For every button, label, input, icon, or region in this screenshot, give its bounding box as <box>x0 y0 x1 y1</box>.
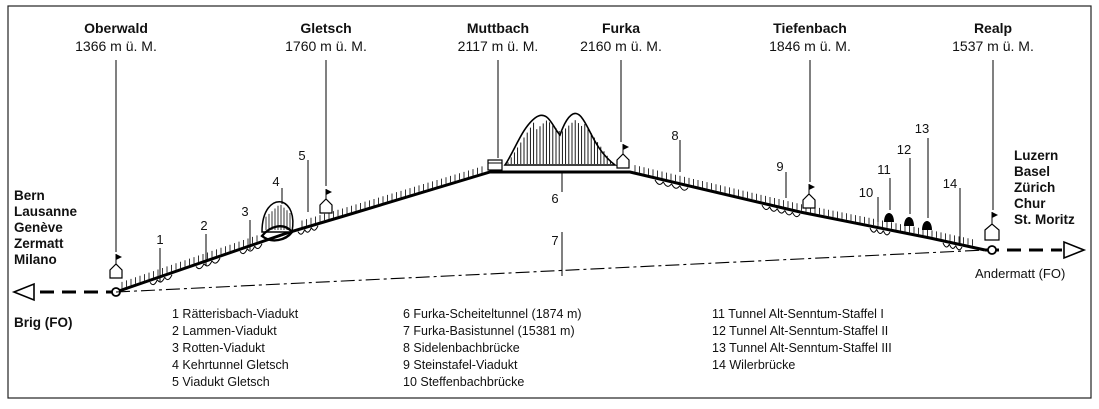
station-name-gletsch: Gletsch <box>300 20 351 36</box>
station-altitude-oberwald: 1366 m ü. M. <box>75 38 157 54</box>
legend-item: 14 Wilerbrücke <box>712 358 795 372</box>
legend-item: 12 Tunnel Alt-Senntum-Staffel II <box>712 324 888 338</box>
station-name-tiefenbach: Tiefenbach <box>773 20 847 36</box>
marker-4: 4 <box>272 174 279 189</box>
legend-item: 11 Tunnel Alt-Senntum-Staffel I <box>712 307 884 321</box>
tunnel-12-icon <box>904 217 914 226</box>
station-name-realp: Realp <box>974 20 1012 36</box>
legend-item: 2 Lammen-Viadukt <box>172 324 277 338</box>
furka-mountain <box>503 112 618 166</box>
marker-7: 7 <box>551 233 558 248</box>
station-name-muttbach: Muttbach <box>467 20 529 36</box>
trackside-hatching <box>121 165 973 289</box>
legend-item: 6 Furka-Scheiteltunnel (1874 m) <box>403 307 582 321</box>
west-terminal-label: Brig (FO) <box>14 315 73 330</box>
mountain-hatching <box>507 120 611 164</box>
marker-8: 8 <box>671 128 678 143</box>
west-destination: Lausanne <box>14 204 78 219</box>
legend-item: 10 Steffenbachbrücke <box>403 375 524 389</box>
east-destination: St. Moritz <box>1014 212 1075 227</box>
marker-13: 13 <box>915 121 929 136</box>
marker-2: 2 <box>200 218 207 233</box>
station-building-oberwald <box>109 254 123 279</box>
east-destination: Luzern <box>1014 148 1058 163</box>
tunnel-13-icon <box>922 221 932 230</box>
andermatt-node <box>987 245 997 255</box>
legend-item: 7 Furka-Basistunnel (15381 m) <box>403 324 575 338</box>
station-altitude-muttbach: 2117 m ü. M. <box>458 38 539 54</box>
marker-10: 10 <box>859 185 873 200</box>
station-altitude-gletsch: 1760 m ü. M. <box>285 38 367 54</box>
station-building-realp <box>984 212 1000 241</box>
kehrtunnel-loop <box>260 225 294 242</box>
west-destination: Zermatt <box>14 236 64 251</box>
marker-1: 1 <box>156 232 163 247</box>
marker-6: 6 <box>551 191 558 206</box>
legend-item: 1 Rätterisbach-Viadukt <box>172 307 299 321</box>
station-building-tiefenbach <box>802 184 816 209</box>
station-altitude-furka: 2160 m ü. M. <box>580 38 662 54</box>
station-building-muttbach <box>487 159 503 171</box>
route-line <box>115 170 986 294</box>
west-destination: Milano <box>14 252 57 267</box>
east-arrow-icon <box>1063 240 1087 260</box>
west-arrow-icon <box>11 282 35 302</box>
station-building-furka <box>616 144 630 169</box>
station-altitude-tiefenbach: 1846 m ü. M. <box>769 38 851 54</box>
east-destination: Zürich <box>1014 180 1055 195</box>
marker-14: 14 <box>943 176 957 191</box>
legend-item: 4 Kehrtunnel Gletsch <box>172 358 289 372</box>
marker-12: 12 <box>897 142 911 157</box>
marker-11: 11 <box>877 162 891 177</box>
east-terminal-label: Andermatt (FO) <box>975 266 1065 281</box>
legend-item: 13 Tunnel Alt-Senntum-Staffel III <box>712 341 892 355</box>
marker-5: 5 <box>298 148 305 163</box>
station-name-oberwald: Oberwald <box>84 20 148 36</box>
marker-3: 3 <box>241 204 248 219</box>
base-tunnel-line <box>115 249 986 293</box>
station-building-gletsch <box>319 189 333 214</box>
station-altitude-realp: 1537 m ü. M. <box>952 38 1034 54</box>
marker-9: 9 <box>776 159 783 174</box>
legend-item: 8 Sidelenbachbrücke <box>403 341 520 355</box>
west-destination: Genève <box>14 220 63 235</box>
legend-item: 9 Steinstafel-Viadukt <box>403 358 518 372</box>
station-name-furka: Furka <box>602 20 640 36</box>
tunnel-11-icon <box>884 213 894 222</box>
legend-item: 3 Rotten-Viadukt <box>172 341 265 355</box>
diagram-border <box>7 5 1092 399</box>
viaduct-arches <box>149 179 963 286</box>
legend-item: 5 Viadukt Gletsch <box>172 375 270 389</box>
east-destination: Chur <box>1014 196 1046 211</box>
west-destination: Bern <box>14 188 45 203</box>
east-destination: Basel <box>1014 164 1050 179</box>
